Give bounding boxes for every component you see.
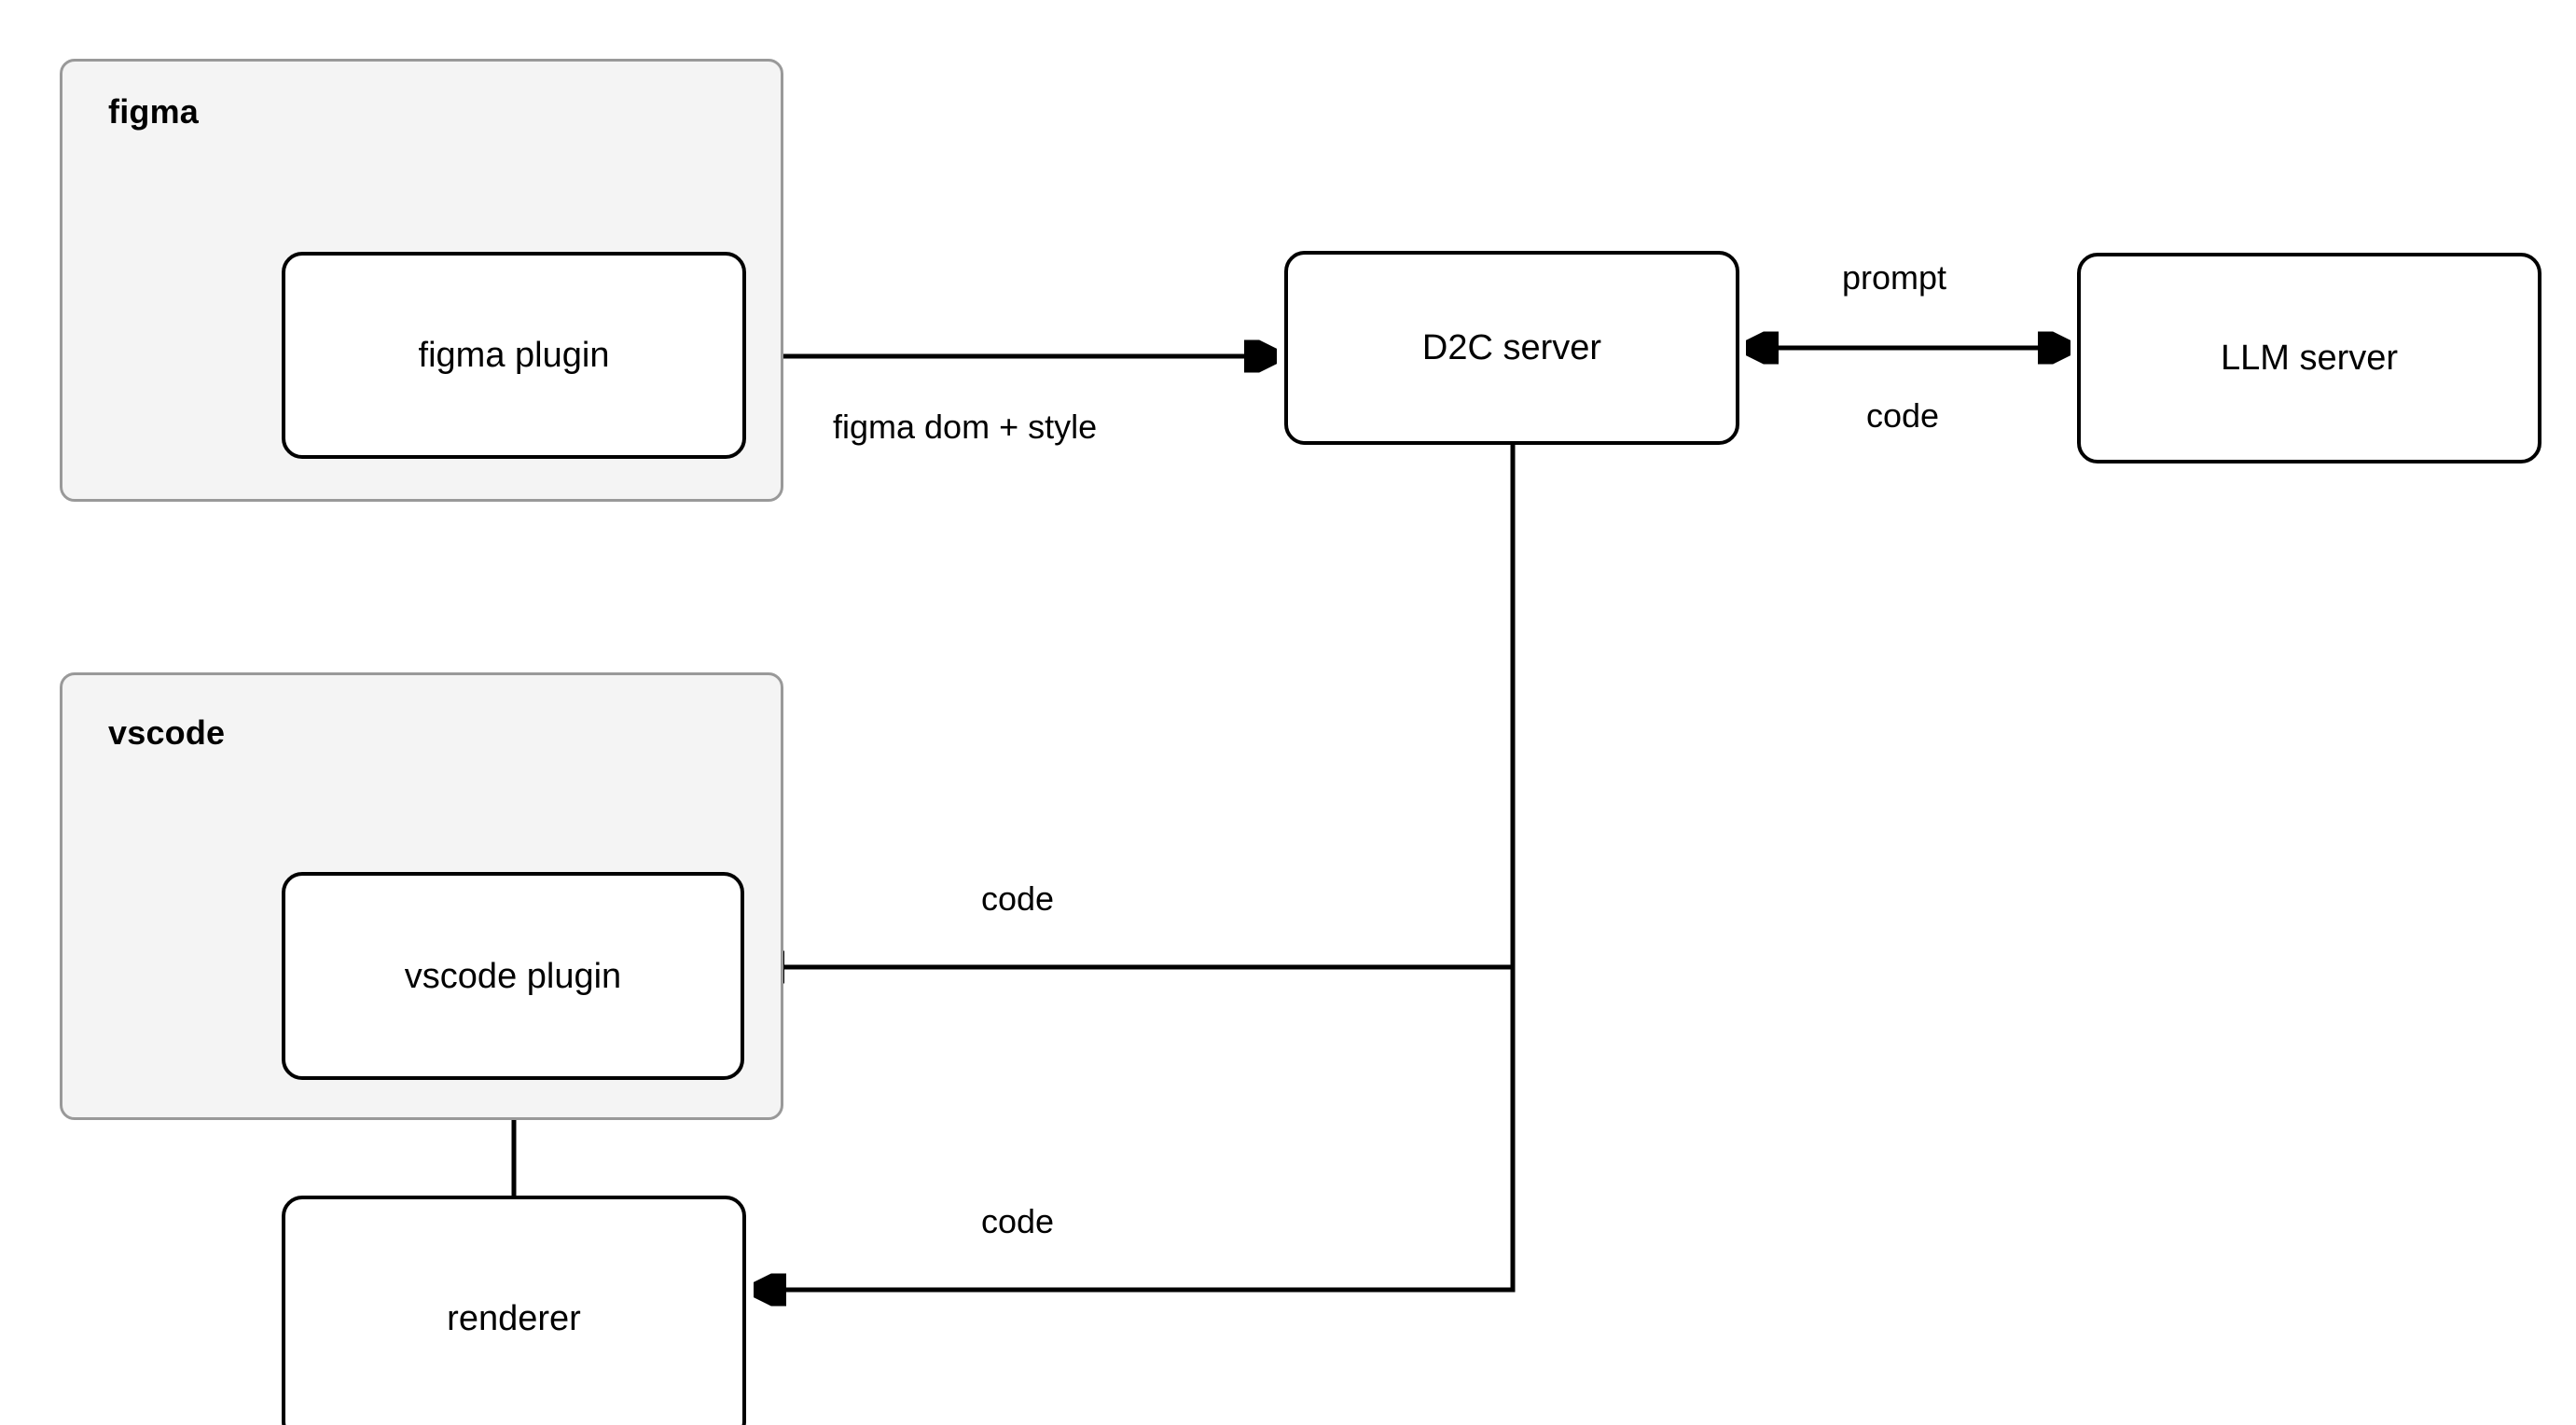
node-d2c-server-label: D2C server bbox=[1421, 328, 1602, 367]
node-vscode-plugin-label: vscode plugin bbox=[404, 956, 622, 996]
node-renderer-label: renderer bbox=[447, 1299, 581, 1338]
edge-label-code-vscode-plugin: code bbox=[981, 879, 1055, 918]
node-renderer[interactable]: renderer bbox=[282, 1196, 746, 1425]
node-figma-plugin[interactable]: figma plugin bbox=[282, 252, 746, 459]
node-figma-plugin-label: figma plugin bbox=[418, 336, 610, 375]
node-d2c-server[interactable]: D2C server bbox=[1284, 251, 1739, 445]
edge-d2c-server-to-vscode-plugin bbox=[757, 445, 1516, 967]
node-llm-server-label: LLM server bbox=[2220, 339, 2399, 378]
node-vscode-plugin[interactable]: vscode plugin bbox=[282, 872, 744, 1080]
edge-d2c-server-to-renderer bbox=[759, 967, 1516, 1290]
edge-label-code-renderer: code bbox=[981, 1202, 1055, 1240]
node-llm-server[interactable]: LLM server bbox=[2077, 253, 2541, 463]
group-vscode-label: vscode bbox=[108, 713, 226, 752]
edge-label-prompt: prompt bbox=[1842, 258, 1947, 297]
edge-label-figma-dom-style: figma dom + style bbox=[833, 408, 1098, 446]
edge-label-llm-code: code bbox=[1866, 396, 1940, 435]
group-figma-label: figma bbox=[108, 92, 200, 131]
